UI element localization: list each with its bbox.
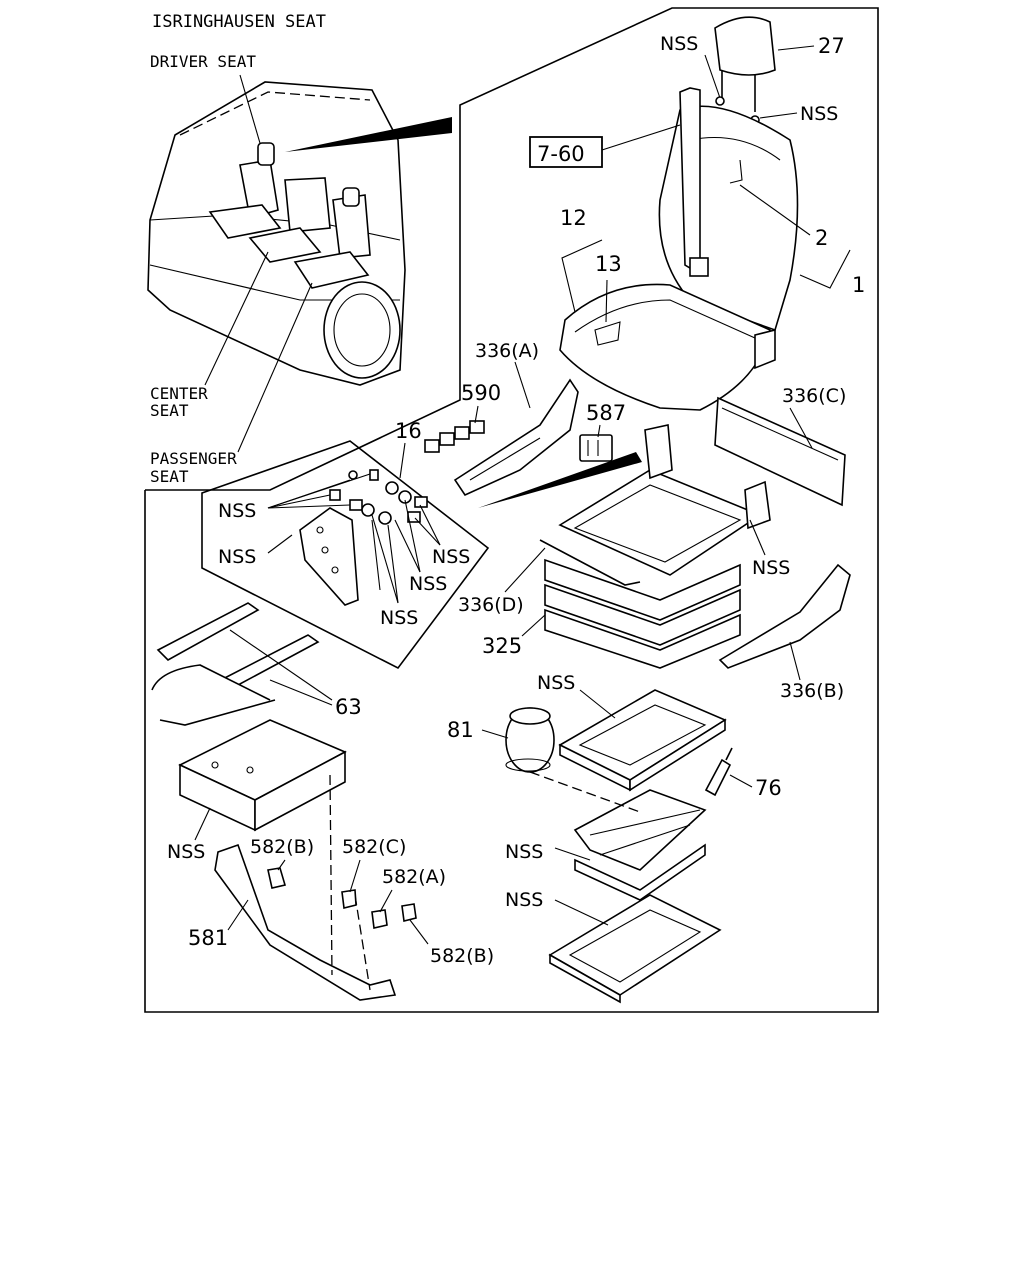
driver-seat-label: DRIVER SEAT bbox=[150, 52, 256, 71]
callout-16: 16 bbox=[395, 419, 422, 443]
callout-587: 587 bbox=[586, 401, 626, 425]
callout-13: 13 bbox=[595, 252, 622, 276]
callout-336a: 336(A) bbox=[475, 340, 539, 362]
cab-inset-illustration: DRIVER SEAT CENTER SEAT PASSENGER SEAT bbox=[147, 52, 452, 486]
shock-absorber-part bbox=[704, 747, 733, 797]
switch-unit-part bbox=[579, 434, 613, 462]
back-panel-part bbox=[714, 396, 846, 507]
callout-582c: 582(C) bbox=[342, 836, 406, 858]
rail-parts bbox=[151, 602, 320, 726]
passenger-seat-label-line1: PASSENGER bbox=[150, 449, 237, 468]
fastener-parts bbox=[329, 469, 428, 525]
arrow-wedge bbox=[478, 452, 642, 508]
diagram-frame bbox=[144, 7, 879, 1013]
center-seat-label-line1: CENTER bbox=[150, 384, 208, 403]
seat-back-and-cushion bbox=[559, 87, 799, 411]
callout-582b-2: 582(B) bbox=[430, 945, 494, 967]
callout-12: 12 bbox=[560, 206, 587, 230]
callout-581: 581 bbox=[188, 926, 228, 950]
callout-nss-bracket: NSS bbox=[167, 841, 205, 863]
callout-nss-top-2: NSS bbox=[800, 103, 838, 125]
callout-7-60: 7-60 bbox=[537, 142, 585, 166]
pedestal-part bbox=[214, 774, 397, 1001]
callout-nss-group-5: NSS bbox=[380, 607, 418, 629]
air-spring-part bbox=[505, 707, 555, 773]
callout-1: 1 bbox=[852, 273, 865, 297]
callout-325: 325 bbox=[482, 634, 522, 658]
passenger-seat-label-line2: SEAT bbox=[150, 467, 189, 486]
callout-81: 81 bbox=[447, 718, 474, 742]
callout-nss-frame: NSS bbox=[537, 672, 575, 694]
diagram-title: ISRINGHAUSEN SEAT bbox=[152, 12, 326, 32]
headrest-part bbox=[714, 16, 776, 112]
callout-336b: 336(B) bbox=[780, 680, 844, 702]
reference-box-7-60 bbox=[529, 136, 603, 168]
seat-base-box bbox=[178, 719, 347, 832]
armrest-b-part bbox=[718, 563, 851, 669]
scissor-mechanism-part bbox=[529, 771, 707, 901]
callout-336d: 336(D) bbox=[458, 594, 524, 616]
callout-2: 2 bbox=[815, 226, 828, 250]
callout-582b-1: 582(B) bbox=[250, 836, 314, 858]
bracket-kit-outline bbox=[201, 440, 490, 670]
bellows-part bbox=[544, 558, 741, 669]
callout-nss-right: NSS bbox=[752, 557, 790, 579]
bracket-plate-part bbox=[299, 507, 381, 606]
callout-590: 590 bbox=[461, 381, 501, 405]
callout-27: 27 bbox=[818, 34, 845, 58]
callout-nss-group-1: NSS bbox=[218, 500, 256, 522]
armrest-a-part bbox=[453, 378, 579, 497]
callout-nss-scissor: NSS bbox=[505, 841, 543, 863]
lower-rail-frame-part bbox=[548, 894, 722, 1004]
callout-nss-group-2: NSS bbox=[218, 546, 256, 568]
callout-nss-top-1: NSS bbox=[660, 33, 698, 55]
callout-76: 76 bbox=[755, 776, 782, 800]
seat-frame-part bbox=[539, 424, 771, 586]
upper-frame-part bbox=[558, 689, 727, 792]
callout-336c: 336(C) bbox=[782, 385, 846, 407]
control-knob-part bbox=[424, 420, 485, 453]
callout-582a: 582(A) bbox=[382, 866, 446, 888]
callout-nss-rail: NSS bbox=[505, 889, 543, 911]
center-seat-label-line2: SEAT bbox=[150, 401, 189, 420]
callout-nss-group-3: NSS bbox=[432, 546, 470, 568]
callout-nss-group-4: NSS bbox=[409, 573, 447, 595]
callout-63: 63 bbox=[335, 695, 362, 719]
